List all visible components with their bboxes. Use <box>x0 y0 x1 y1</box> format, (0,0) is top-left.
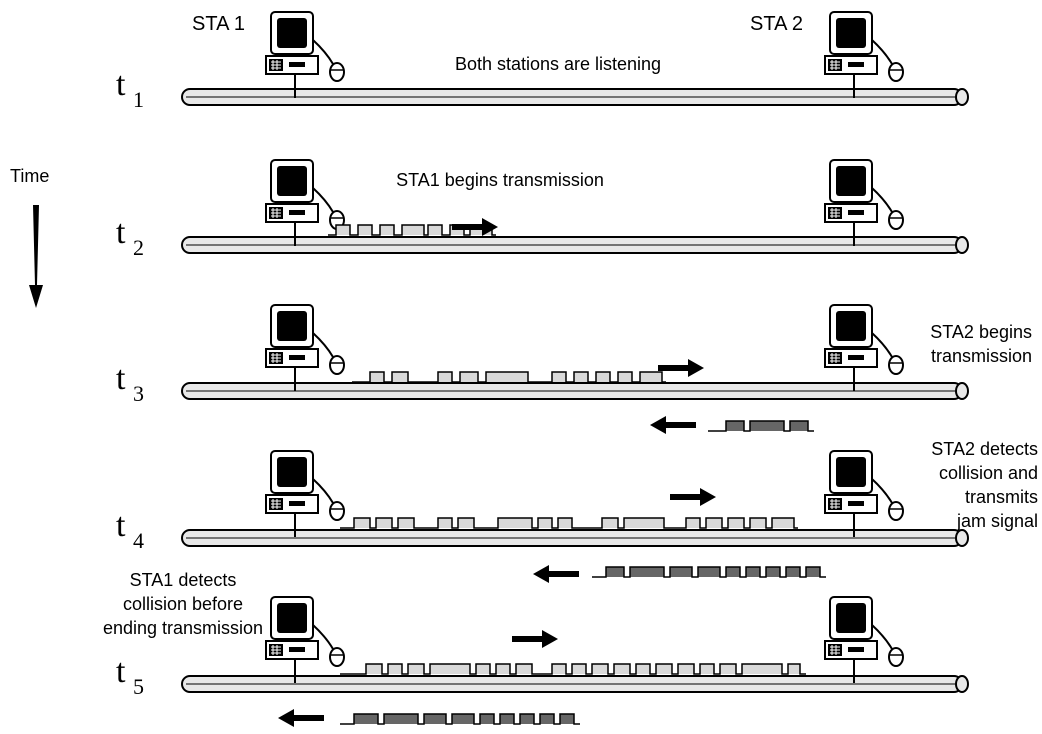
sta2-computer-icon <box>824 11 904 98</box>
note-t1: Both stations are listening <box>455 54 661 74</box>
arrow-left-t4 <box>533 565 579 583</box>
bus-cable-5 <box>181 675 969 693</box>
t2-subscript: 2 <box>133 235 144 260</box>
arrow-left-t3 <box>650 416 696 434</box>
bus-cable-4 <box>181 529 969 547</box>
signal-sta2-t4 <box>592 566 826 578</box>
t3-subscript: 3 <box>133 381 144 406</box>
signal-sta2-t3 <box>708 420 814 432</box>
t5-subscript: 5 <box>133 674 144 699</box>
sta1-label: STA 1 <box>192 13 245 35</box>
t1-subscript: 1 <box>133 87 144 112</box>
note-t2: STA1 begins transmission <box>396 170 604 190</box>
t4-label: t <box>116 507 126 544</box>
sta1-computer-icon <box>265 596 345 683</box>
t4-subscript: 4 <box>133 528 144 553</box>
sta1-computer-icon <box>265 304 345 391</box>
sta2-computer-icon <box>824 596 904 683</box>
arrow-left-t5 <box>278 709 324 727</box>
signal-sta1-t5 <box>340 663 806 675</box>
bus-cable-1 <box>181 88 969 106</box>
sta2-computer-icon <box>824 450 904 537</box>
arrow-right-t3 <box>658 359 704 377</box>
t3-label: t <box>116 360 126 397</box>
sta2-label: STA 2 <box>750 13 803 35</box>
signal-sta1-t3 <box>352 371 666 383</box>
time-label: Time <box>10 166 49 186</box>
t5-label: t <box>116 653 126 690</box>
time-arrow-icon <box>29 205 43 308</box>
signal-sta1-t4 <box>340 517 798 529</box>
sta1-computer-icon <box>265 159 345 246</box>
bus-cable-3 <box>181 382 969 400</box>
bus-cable-2 <box>181 236 969 254</box>
arrow-right-t4 <box>670 488 716 506</box>
arrow-right-t2 <box>452 218 498 236</box>
sta2-computer-icon <box>824 159 904 246</box>
sta2-computer-icon <box>824 304 904 391</box>
sta1-computer-icon <box>265 450 345 537</box>
t1-label: t <box>116 66 126 103</box>
sta1-computer-icon <box>265 11 345 98</box>
signal-sta2-t5 <box>340 713 580 725</box>
arrow-right-t5 <box>512 630 558 648</box>
t2-label: t <box>116 214 126 251</box>
